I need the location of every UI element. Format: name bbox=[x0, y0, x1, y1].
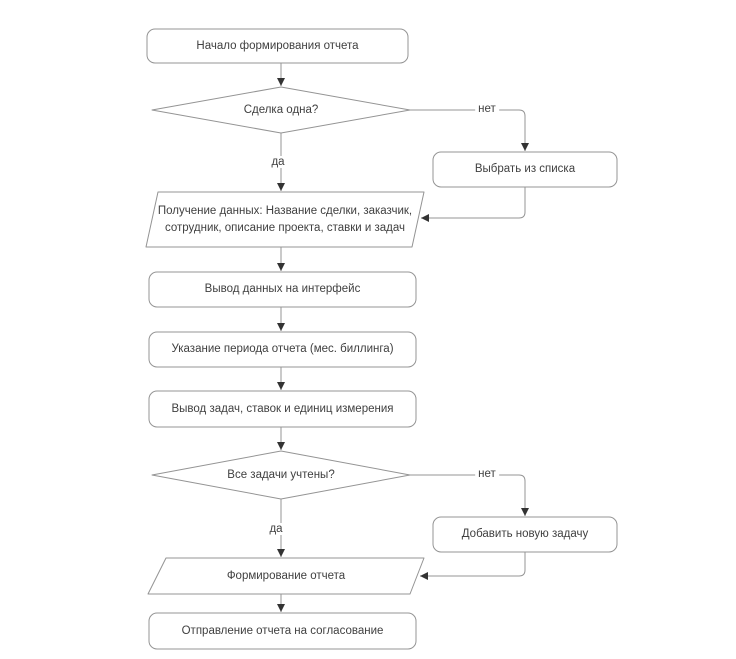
output-data-shape bbox=[148, 271, 417, 308]
get-data-parallelogram-shape bbox=[145, 191, 425, 248]
decision2-diamond-shape bbox=[151, 450, 411, 500]
edge-choose-to-get-data bbox=[421, 187, 526, 222]
set-period-shape bbox=[148, 331, 417, 368]
edge-label-no-1: нет bbox=[475, 103, 499, 115]
choose-from-list-shape bbox=[432, 151, 618, 188]
edge-add-task-to-form-report bbox=[420, 552, 526, 580]
send-report-shape bbox=[148, 612, 417, 650]
edge-decision2-no-to-add-task bbox=[410, 474, 529, 516]
start-node-shape bbox=[146, 28, 409, 64]
output-tasks-shape bbox=[148, 390, 417, 428]
edge-label-yes-1: да bbox=[268, 156, 288, 168]
decision1-diamond-shape bbox=[151, 86, 411, 134]
edge-label-yes-2: да bbox=[266, 523, 286, 535]
edge-decision1-no-to-choose bbox=[410, 109, 529, 151]
add-new-task-shape bbox=[432, 516, 618, 553]
form-report-parallelogram-shape bbox=[147, 557, 425, 595]
edge-label-no-2: нет bbox=[475, 468, 499, 480]
